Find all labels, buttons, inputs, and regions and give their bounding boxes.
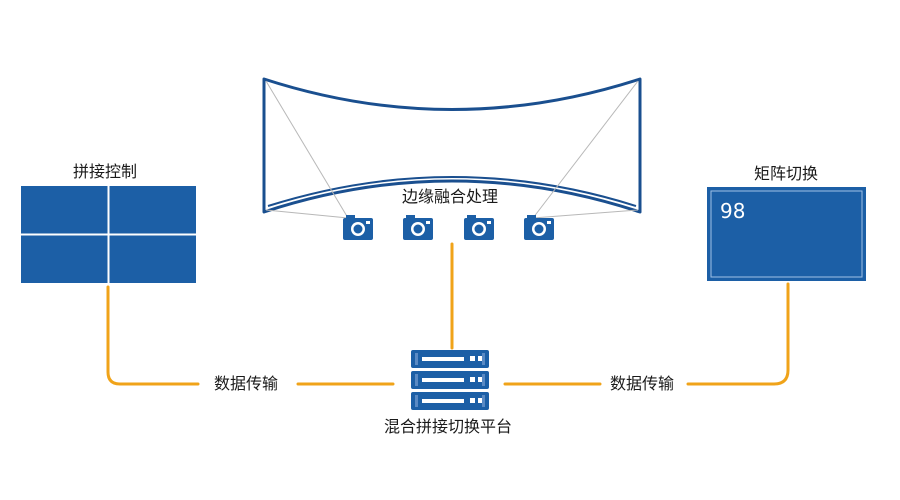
server-rack-icon: [411, 350, 489, 410]
camera-icon: [524, 215, 554, 240]
matrix-screen: [707, 187, 866, 281]
label-edge-blending: 边缘融合处理: [402, 187, 499, 206]
label-platform: 混合拼接切换平台: [384, 417, 513, 436]
video-wall: [21, 186, 196, 283]
camera-icon: [403, 215, 433, 240]
label-matrix-switch: 矩阵切换: [754, 164, 819, 183]
curved-screen: [262, 77, 642, 214]
matrix-screen-value: 98: [720, 199, 746, 223]
label-data-transfer-left: 数据传输: [214, 374, 279, 393]
camera-icon: [343, 215, 373, 240]
camera-icon: [464, 215, 494, 240]
connector-right: [503, 282, 790, 386]
label-data-transfer-right: 数据传输: [610, 374, 675, 393]
label-splice-control: 拼接控制: [73, 162, 138, 181]
projection-beams: [265, 80, 639, 219]
connector-left: [106, 285, 395, 386]
